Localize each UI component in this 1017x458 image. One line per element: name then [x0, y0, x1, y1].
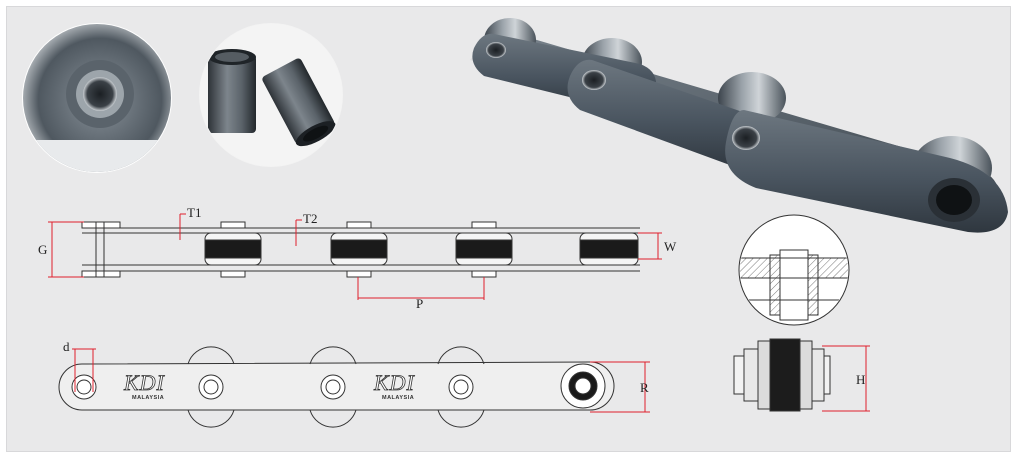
kdi-logo: KDI MALAYSIA KDI MALAYSIA [123, 370, 416, 401]
logo-sub-1: MALAYSIA [132, 395, 164, 401]
logo-text-1: KDI [123, 370, 166, 395]
label-p: P [416, 296, 423, 311]
label-h: H [856, 372, 865, 387]
logo-text-2: KDI [373, 370, 416, 395]
bushings-photo [199, 23, 343, 167]
label-t1: T1 [187, 205, 201, 220]
dimension-lines-top [48, 213, 662, 300]
label-g: G [38, 242, 47, 257]
dimension-lines-end [822, 345, 870, 412]
label-d: d [63, 339, 70, 354]
label-r: R [640, 380, 649, 395]
label-t2: T2 [303, 211, 317, 226]
chain-top-view [81, 221, 640, 278]
hollow-pin-chain-photo [470, 18, 1008, 233]
label-w: W [664, 239, 677, 254]
chain-side-view [58, 346, 615, 428]
logo-sub-2: MALAYSIA [382, 395, 414, 401]
bushing-closeup-photo [22, 23, 172, 173]
dimension-lines-side [72, 348, 650, 413]
roller-end-view [733, 338, 831, 412]
bushing-section-detail [738, 214, 850, 326]
